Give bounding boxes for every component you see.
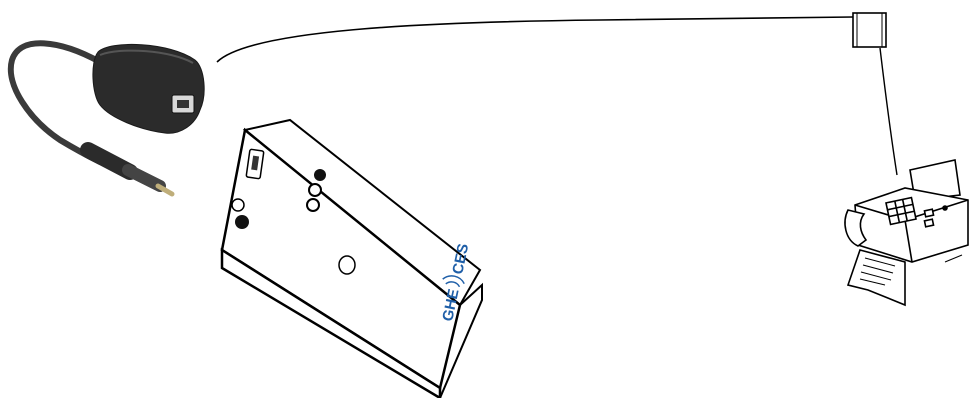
wall-socket-icon (853, 13, 886, 47)
tracker-device-icon: GHE CES (222, 120, 482, 398)
fax-machine-icon (845, 160, 968, 305)
network-adapter-icon (11, 43, 204, 194)
phone-cable-drop (880, 48, 897, 175)
phone-cable (217, 17, 853, 62)
